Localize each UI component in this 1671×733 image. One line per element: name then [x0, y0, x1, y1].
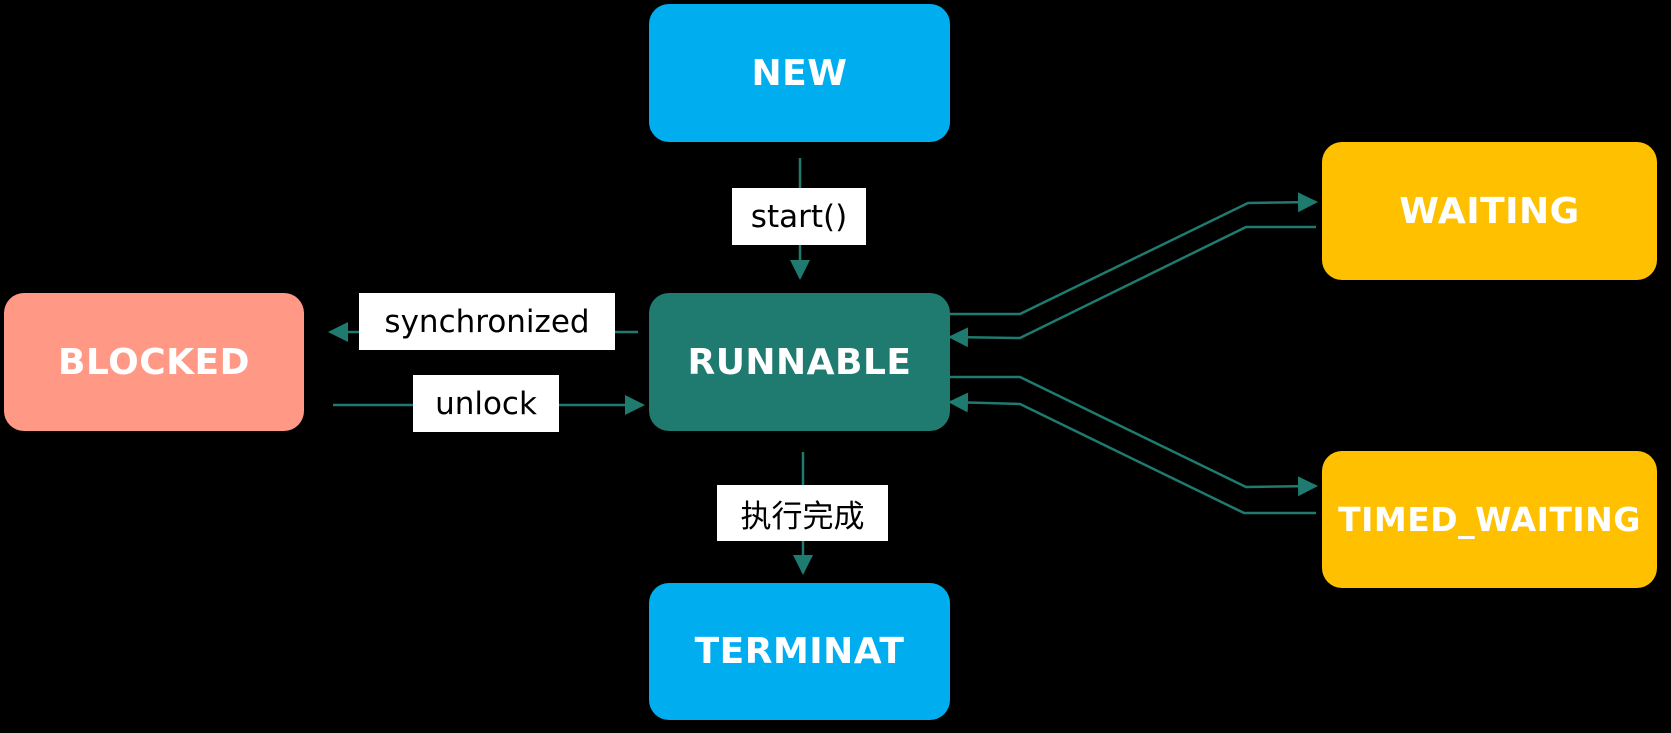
node-terminated: TERMINAT: [649, 583, 950, 720]
edge-timed-waiting-to-runnable: [948, 392, 1316, 515]
node-runnable: RUNNABLE: [649, 293, 950, 431]
edge-waiting-to-runnable: [948, 225, 1316, 348]
edge-runnable-to-waiting: [950, 192, 1318, 316]
node-blocked: BLOCKED: [4, 293, 304, 431]
label-finish: 执行完成: [717, 485, 888, 541]
label-unlock: unlock: [413, 375, 559, 432]
edge-runnable-to-timed-waiting: [950, 375, 1318, 497]
label-start: start(): [732, 188, 866, 245]
label-synchronized: synchronized: [359, 293, 615, 350]
node-waiting: WAITING: [1322, 142, 1657, 280]
node-timed-waiting: TIMED_WAITING: [1322, 451, 1657, 588]
node-new: NEW: [649, 4, 950, 142]
